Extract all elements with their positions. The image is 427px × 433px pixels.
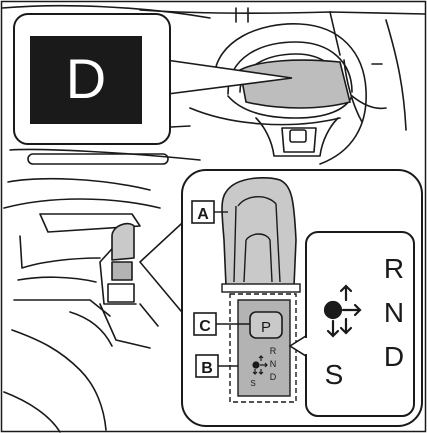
gate-n-label: N <box>384 297 404 328</box>
mini-gate-s: S <box>250 379 255 388</box>
mini-gate-d: D <box>270 372 277 382</box>
shift-knob <box>222 178 296 286</box>
callout-b-label: B <box>201 360 213 377</box>
instrument-display <box>240 60 350 108</box>
park-button-label: P <box>261 319 271 336</box>
callout-a-label: A <box>197 206 209 223</box>
mini-gate-n: N <box>270 359 277 369</box>
gear-display-letter: D <box>66 47 106 110</box>
gate-r-label: R <box>384 253 404 284</box>
mini-gate-r: R <box>270 346 277 356</box>
callout-c-label: C <box>199 318 211 335</box>
gate-d-label: D <box>384 341 404 372</box>
gate-s-label: S <box>325 359 344 390</box>
